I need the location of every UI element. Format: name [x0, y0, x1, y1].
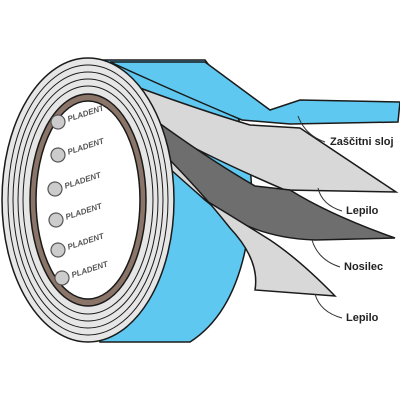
- roll-face-ring-2: [12, 71, 164, 329]
- roll-face-ring-1: [7, 64, 169, 336]
- label-adhesive-top: Lepilo: [346, 205, 379, 217]
- brand-logo-icon: [48, 212, 64, 228]
- leader-line-carrier: [311, 239, 341, 268]
- layer-adhesive-bottom: [159, 148, 337, 297]
- label-adhesive-bottom: Lepilo: [346, 312, 379, 324]
- brand-logo-icon: [47, 181, 63, 197]
- leader-line-protective: [297, 115, 326, 143]
- leader-lines: [297, 115, 343, 319]
- brand-logo-icon: [50, 147, 66, 163]
- label-carrier: Nosilec: [344, 261, 384, 273]
- leader-line-adhesive-top: [317, 187, 343, 212]
- brand-logo-icon: [50, 242, 66, 258]
- label-protective-layer: Zaščitni sloj: [330, 136, 394, 148]
- brand-logo-icon: [50, 114, 66, 130]
- roll-face-ring-3: [17, 78, 159, 322]
- brand-logo-icon: [54, 270, 70, 286]
- layer-protective-strip: [109, 61, 400, 125]
- roll-face-ring-4: [22, 85, 154, 315]
- leader-line-adhesive-bottom: [314, 293, 343, 319]
